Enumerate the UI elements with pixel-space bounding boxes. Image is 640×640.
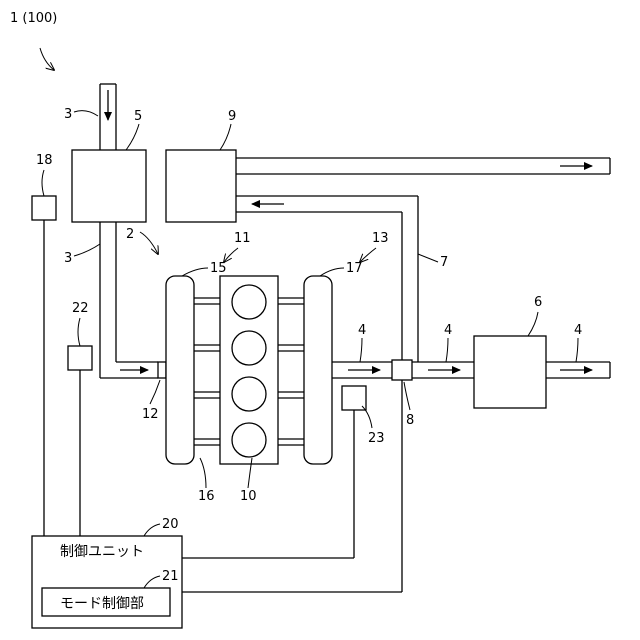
sensor-22-label: 22 (72, 301, 89, 316)
intake-manifold-ref-label: 11 (234, 231, 251, 246)
egr-cooler-leader (220, 124, 231, 150)
air-cleaner-label: 5 (134, 109, 142, 124)
exhaust-manifold-leader (320, 268, 344, 276)
intake-ports (194, 298, 220, 445)
catalyst-box (474, 336, 546, 408)
mode-control-ref-label: 21 (162, 569, 179, 584)
intake-manifold-leader (182, 268, 208, 276)
intake-ports-leader (200, 458, 206, 488)
exhaust-ports (278, 298, 304, 445)
intake-ports-label: 16 (198, 489, 215, 504)
exhaust-pipe-leader-a (360, 338, 362, 362)
intake-manifold-label: 15 (210, 261, 227, 276)
intake-pipe-down (100, 222, 158, 378)
cylinder-1 (232, 285, 266, 319)
sensor-23-label: 23 (368, 431, 385, 446)
egr-cooler-label: 9 (228, 109, 236, 124)
control-unit-title: 制御ユニット (60, 544, 144, 560)
exhaust-manifold-ref-arrow (360, 248, 376, 262)
air-cleaner-leader (126, 124, 139, 150)
sensor-22 (68, 346, 92, 370)
cooler-outlet-pipe (236, 158, 610, 174)
intake-pipe-label-down: 3 (64, 251, 72, 266)
egr-valve (392, 360, 412, 380)
engine-arrow-label: 2 (126, 227, 134, 242)
intake-pipe-label-top: 3 (64, 107, 72, 122)
egr-valve-label: 8 (406, 413, 414, 428)
exhaust-manifold-label: 17 (346, 261, 363, 276)
exhaust-pipe-label-b: 4 (444, 323, 452, 338)
exhaust-pipe-leader-b (446, 338, 448, 362)
sensor-18-label: 18 (36, 153, 53, 168)
throttle-label: 12 (142, 407, 159, 422)
system-pointer-arrow (40, 48, 54, 70)
exhaust-pipe-leader-c (576, 338, 578, 362)
egr-pipe-leader (418, 254, 438, 262)
mode-control-label: モード制御部 (60, 596, 144, 612)
intake-manifold (166, 276, 194, 464)
catalyst-leader (528, 312, 538, 336)
engine-body-label: 10 (240, 489, 257, 504)
exhaust-pipe-label-a: 4 (358, 323, 366, 338)
air-cleaner-box (72, 150, 146, 222)
egr-valve-leader (404, 382, 410, 410)
intake-manifold-ref-arrow (224, 248, 238, 262)
exhaust-pipe-label-c: 4 (574, 323, 582, 338)
cylinder-3 (232, 377, 266, 411)
sensor-22-leader (78, 318, 80, 346)
catalyst-label: 6 (534, 295, 542, 310)
exhaust-manifold-ref-label: 13 (372, 231, 389, 246)
egr-cooler-box (166, 150, 236, 222)
throttle-valve (158, 362, 166, 378)
control-unit-ref-label: 20 (162, 517, 179, 532)
egr-pipe-label: 7 (440, 255, 448, 270)
control-unit-leader (144, 524, 160, 536)
cylinder-4 (232, 423, 266, 457)
cylinder-2 (232, 331, 266, 365)
exhaust-manifold (304, 276, 332, 464)
sensor-18-leader (42, 170, 44, 196)
intake-pipe-leader-top (74, 111, 98, 116)
intake-pipe-leader-down (74, 244, 100, 256)
sensor-18 (32, 196, 56, 220)
throttle-leader (150, 380, 160, 404)
engine-pointer-arrow (140, 232, 158, 254)
system-label: 1 (100) (10, 11, 57, 26)
